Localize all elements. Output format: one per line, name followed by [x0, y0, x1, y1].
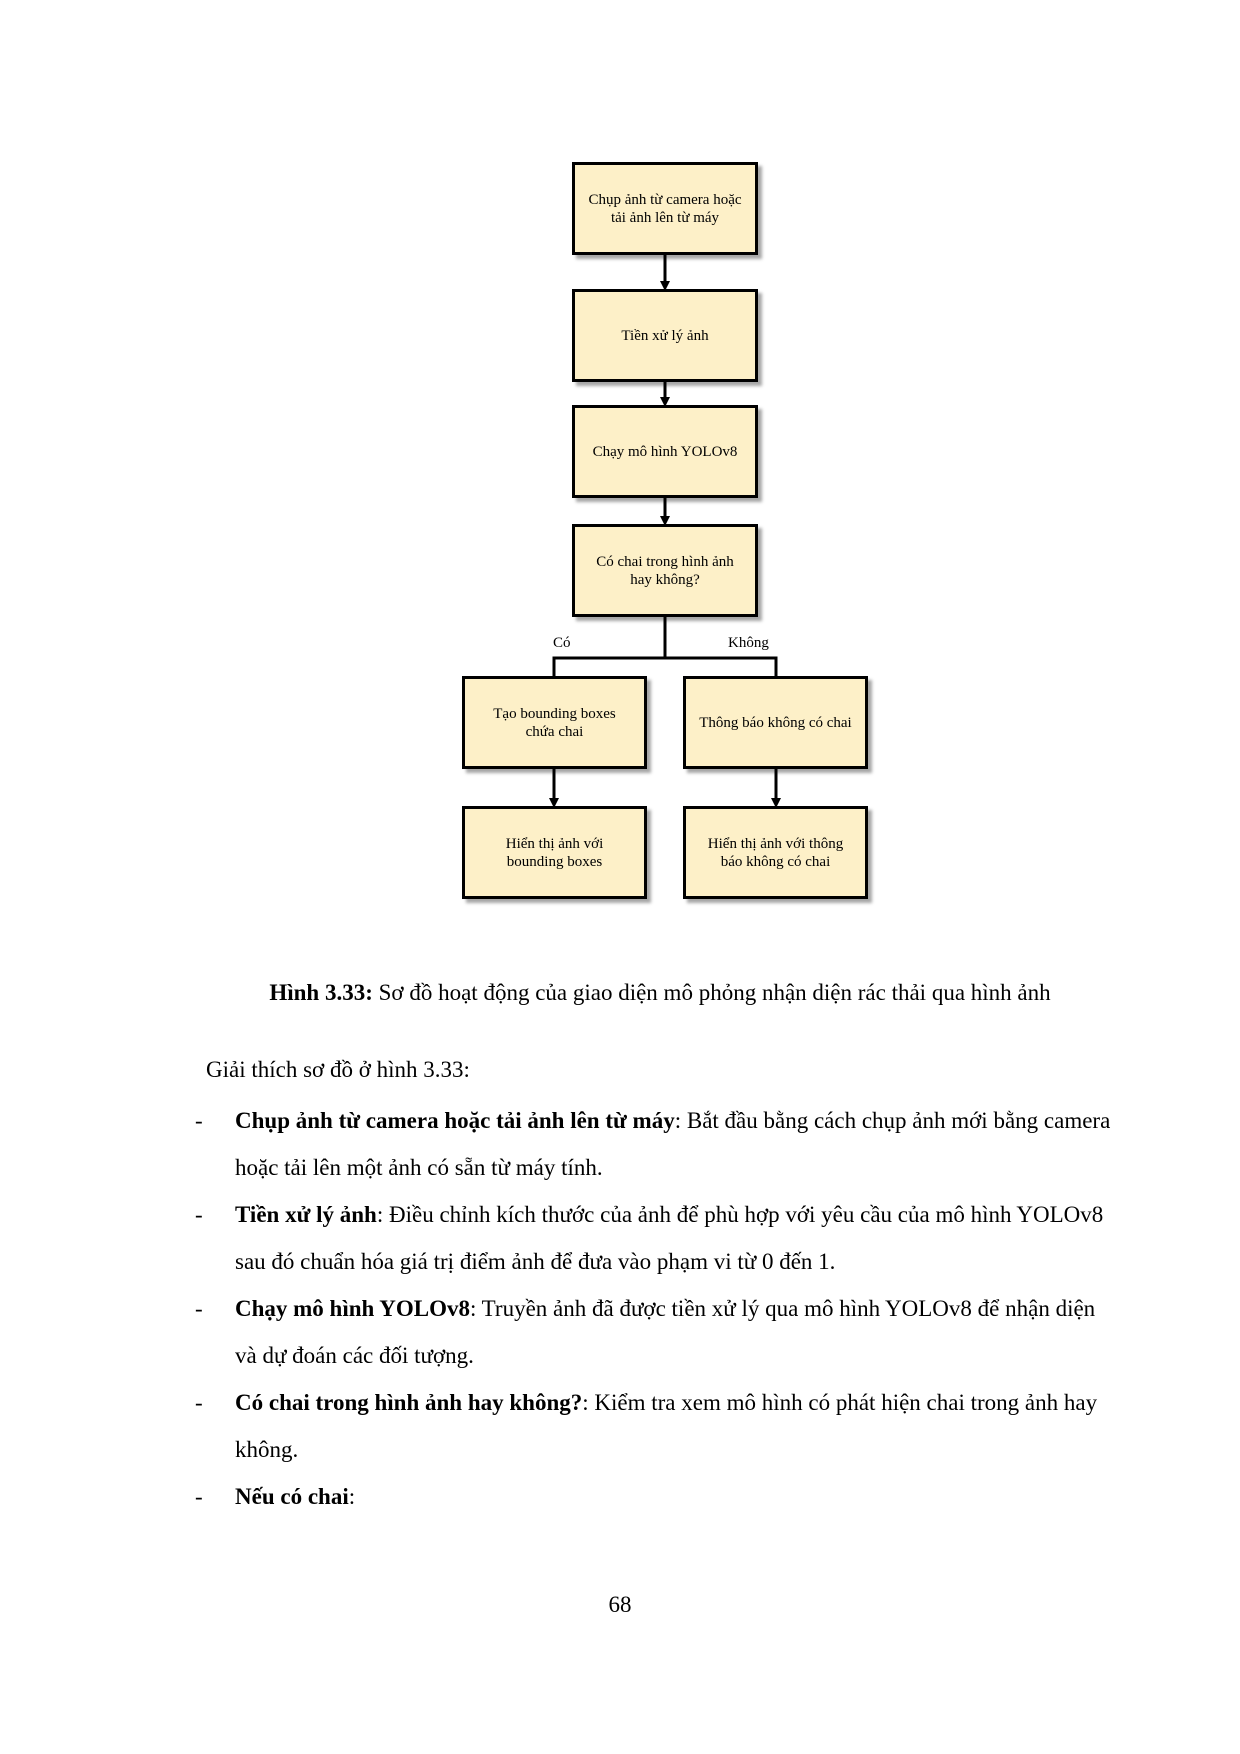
connector-yes-branch [552, 656, 665, 676]
list-item-desc: : Kiểm tra xem mô hình có phát hiện chai… [235, 1390, 1098, 1462]
bullet-dash: - [195, 1390, 203, 1415]
node-show-boxes: Hiển thị ảnh với bounding boxes [462, 806, 647, 899]
page-number: 68 [608, 1592, 632, 1617]
figure-label: Hình 3.33: [269, 980, 373, 1005]
connector-no-branch [665, 656, 778, 676]
list-item-term: Chụp ảnh từ camera hoặc tải ảnh lên từ m… [235, 1108, 675, 1133]
list-item-desc: : [348, 1484, 356, 1509]
flowchart: Chụp ảnh từ camera hoặc tải ảnh lên từ m… [462, 162, 868, 899]
branch-label-no: Không [728, 635, 769, 651]
node-preprocess: Tiền xử lý ảnh [572, 289, 758, 382]
node-decision: Có chai trong hình ảnh hay không? [572, 524, 758, 617]
figure-caption: Hình 3.33: Sơ đồ hoạt động của giao diện… [160, 978, 1160, 1007]
figure-caption-text: Sơ đồ hoạt động của giao diện mô phỏng n… [372, 980, 1051, 1005]
list-item: - Chạy mô hình YOLOv8: Truyền ảnh đã được… [195, 1285, 1115, 1379]
explanation-list: - Chụp ảnh từ camera hoặc tải ảnh lên từ … [195, 1097, 1115, 1520]
list-item-desc: : Điều chỉnh kích thước của ảnh để phù h… [235, 1202, 1104, 1274]
bullet-dash: - [195, 1296, 203, 1321]
node-run-model: Chạy mô hình YOLOv8 [572, 405, 758, 498]
node-notify-none: Thông báo không có chai [683, 676, 868, 769]
list-item-desc: : Bắt đầu bằng cách chụp ảnh mới bằng ca… [235, 1108, 1111, 1180]
list-item-term: Có chai trong hình ảnh hay không? [235, 1390, 583, 1415]
list-item-desc: : Truyền ảnh đã được tiền xử lý qua mô h… [235, 1296, 1096, 1368]
node-create-boxes: Tạo bounding boxes chứa chai [462, 676, 647, 769]
bullet-dash: - [195, 1484, 203, 1509]
branch-label-yes: Có [553, 635, 571, 651]
list-item: - Nếu có chai: [195, 1473, 1115, 1520]
node-capture: Chụp ảnh từ camera hoặc tải ảnh lên từ m… [572, 162, 758, 255]
list-item-term: Chạy mô hình YOLOv8 [235, 1296, 470, 1321]
list-item-term: Nếu có chai [235, 1484, 349, 1509]
list-item-term: Tiền xử lý ảnh [235, 1202, 377, 1227]
list-item: - Chụp ảnh từ camera hoặc tải ảnh lên từ … [195, 1097, 1115, 1191]
intro-paragraph: Giải thích sơ đồ ở hình 3.33: [206, 1057, 470, 1082]
flowchart-connectors [549, 254, 781, 808]
node-show-notice: Hiển thị ảnh với thông báo không có chai [683, 806, 868, 899]
bullet-dash: - [195, 1108, 203, 1133]
list-item: - Tiền xử lý ảnh: Điều chỉnh kích thước c… [195, 1191, 1115, 1285]
bullet-dash: - [195, 1202, 203, 1227]
list-item: - Có chai trong hình ảnh hay không?: Kiểm… [195, 1379, 1115, 1473]
